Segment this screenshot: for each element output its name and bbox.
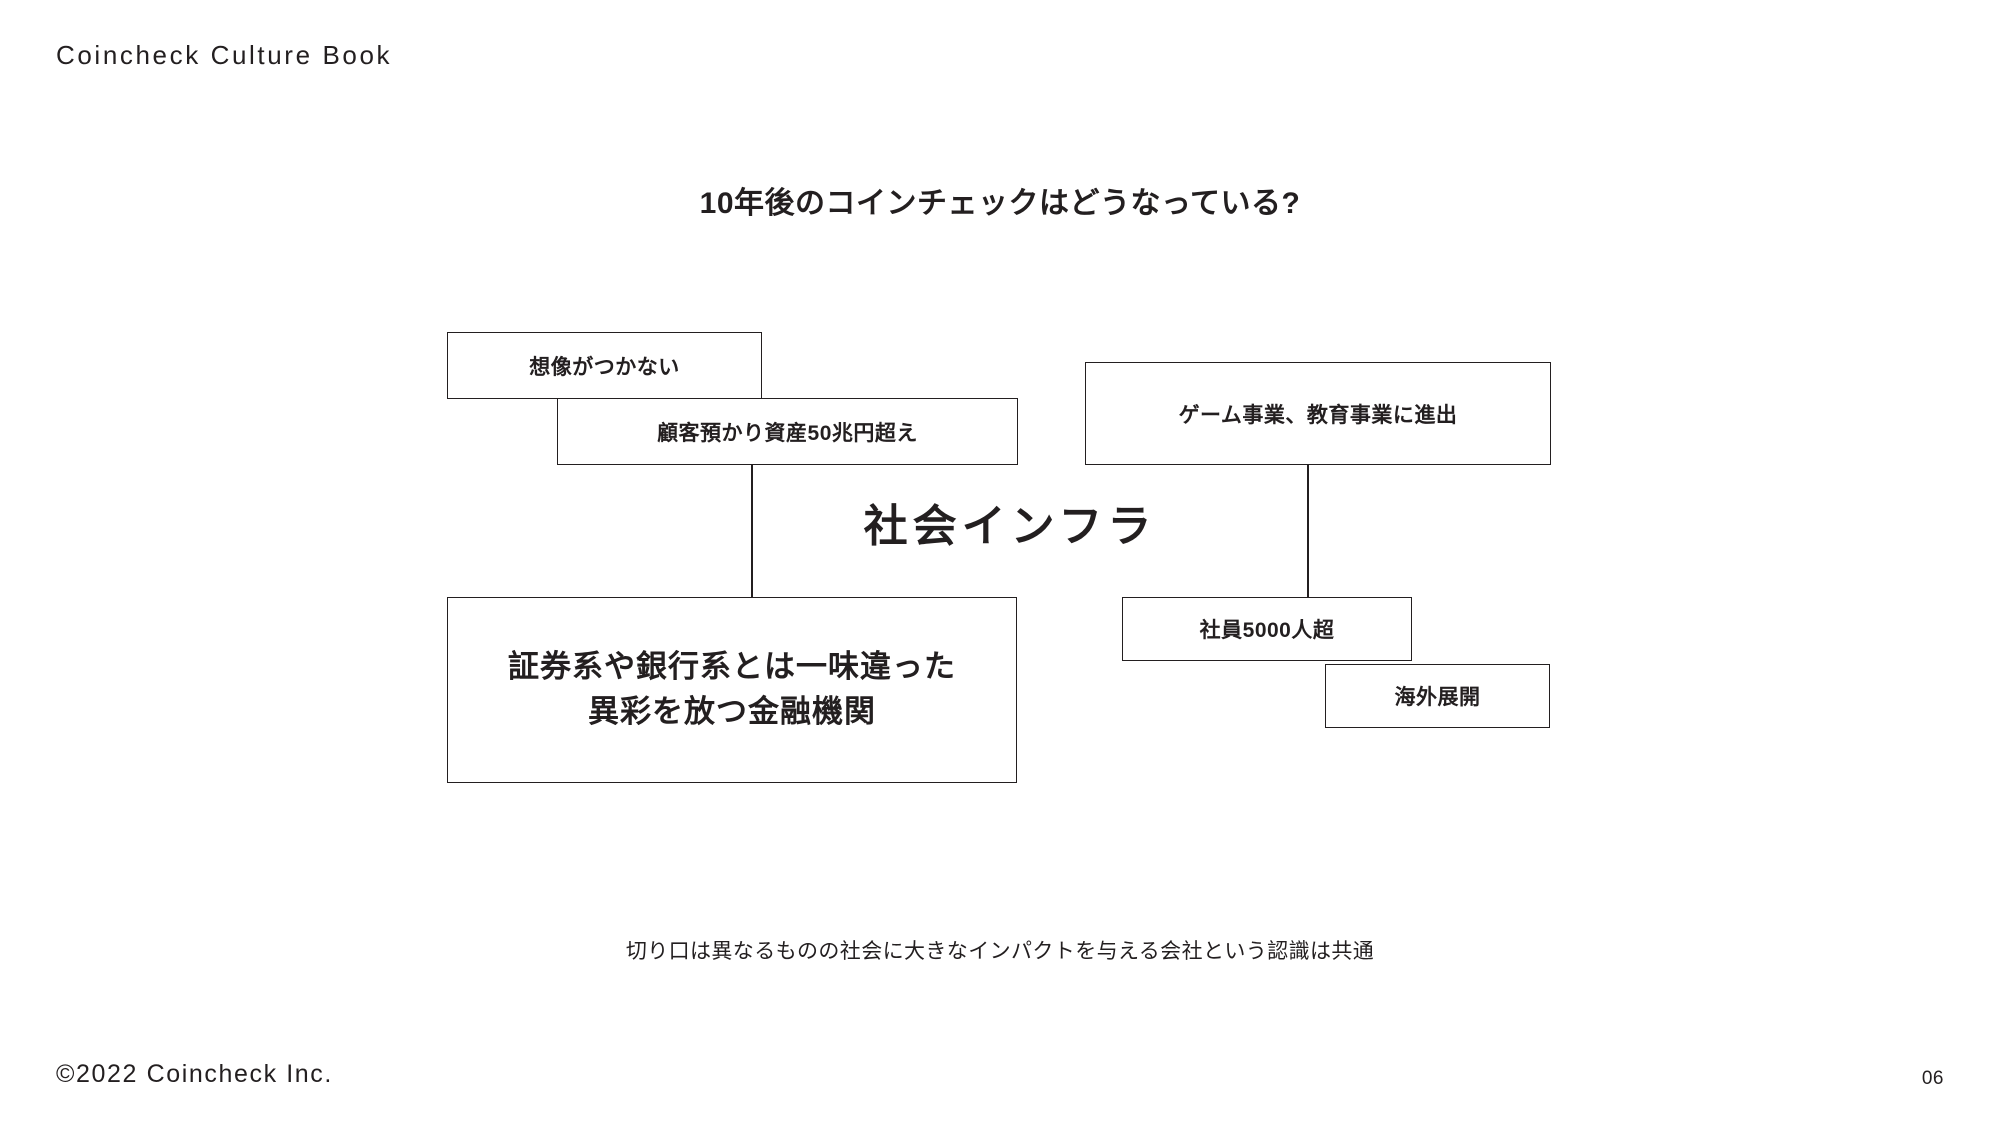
connector-assets-to-center bbox=[751, 465, 753, 598]
diagram-node-financial-institution: 証券系や銀行系とは一味違った 異彩を放つ金融機関 bbox=[447, 597, 1017, 783]
diagram-node-label: ゲーム事業、教育事業に進出 bbox=[1178, 403, 1458, 427]
diagram-node-employees: 社員5000人超 bbox=[1122, 597, 1412, 661]
diagram-center-label: 社会インフラ bbox=[863, 502, 1157, 551]
footer-page-number: 06 bbox=[1921, 1068, 1944, 1089]
diagram-node-assets: 顧客預かり資産50兆円超え bbox=[557, 398, 1018, 465]
diagram-node-label: 社員5000人超 bbox=[1199, 619, 1335, 642]
diagram-node-overseas: 海外展開 bbox=[1325, 664, 1550, 728]
footer-copyright: ©2022 Coincheck Inc. bbox=[56, 1060, 333, 1088]
page-title: Coincheck Culture Book bbox=[56, 40, 393, 70]
diagram-node-label-line1: 証券系や銀行系とは一味違った bbox=[508, 649, 956, 685]
slide-headline: 10年後のコインチェックはどうなっている? bbox=[699, 187, 1301, 220]
diagram-node-imagination: 想像がつかない bbox=[447, 332, 762, 399]
diagram-node-label: 想像がつかない bbox=[529, 355, 680, 379]
connector-newbiz-to-employees bbox=[1307, 465, 1309, 598]
diagram-node-label: 顧客預かり資産50兆円超え bbox=[657, 421, 918, 445]
diagram-node-label-line2: 異彩を放つ金融機関 bbox=[588, 694, 876, 729]
diagram-node-new-businesses: ゲーム事業、教育事業に進出 bbox=[1085, 362, 1551, 465]
diagram-node-label: 海外展開 bbox=[1394, 686, 1481, 709]
diagram-caption: 切り口は異なるものの社会に大きなインパクトを与える会社という認識は共通 bbox=[625, 940, 1375, 963]
